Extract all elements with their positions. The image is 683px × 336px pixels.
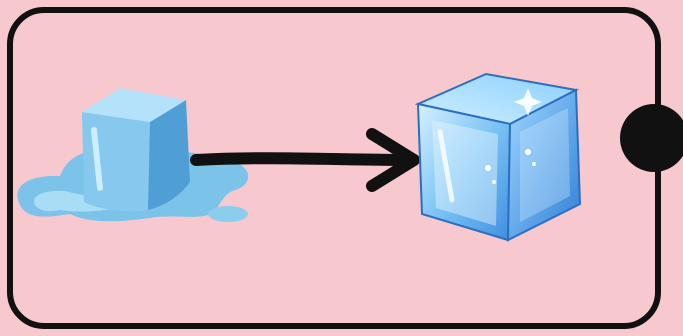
- ice-bubble: [485, 165, 491, 171]
- connector-dot-icon: [620, 104, 683, 172]
- ice-bubble: [532, 162, 536, 166]
- arrow-shaft: [196, 158, 410, 160]
- ice-bubble: [492, 180, 496, 184]
- small-puddle-drop: [208, 206, 248, 222]
- melted-cube-front: [82, 112, 150, 212]
- ice-bubble: [525, 149, 531, 155]
- frozen-ice-cube-icon: [418, 74, 580, 240]
